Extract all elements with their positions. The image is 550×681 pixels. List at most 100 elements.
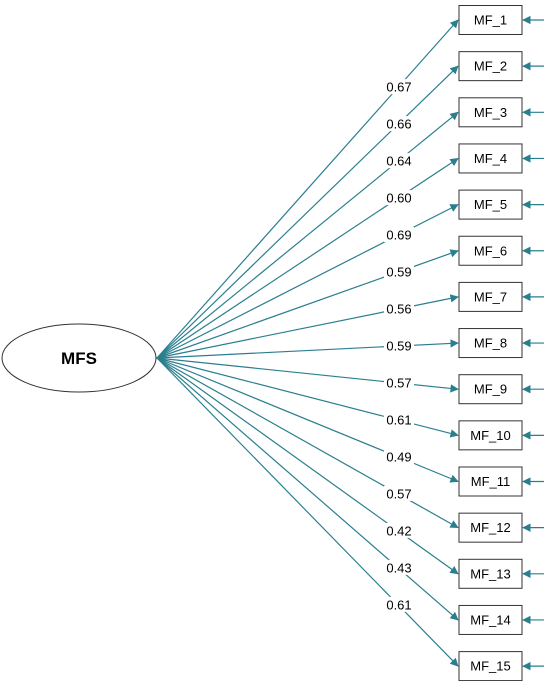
indicator-label-1: MF_1	[474, 13, 507, 28]
indicator-1: MF_1	[458, 5, 523, 35]
loading-label-group-11: 0.49	[384, 448, 414, 464]
indicator-label-8: MF_8	[474, 336, 507, 351]
indicator-label-6: MF_6	[474, 243, 507, 258]
loading-label-group-6: 0.59	[384, 264, 414, 280]
indicator-10: MF_10	[458, 420, 523, 451]
indicator-box-13	[458, 558, 523, 589]
loading-label-bg-2	[384, 116, 414, 132]
error-arrows	[522, 15, 544, 671]
loading-value-13: 0.42	[386, 523, 411, 538]
indicator-label-9: MF_9	[474, 382, 507, 397]
loading-label-bg-15	[384, 596, 414, 612]
loading-label-group-2: 0.66	[384, 116, 414, 132]
indicator-label-14: MF_14	[470, 612, 510, 627]
indicator-box-4	[458, 143, 523, 174]
loading-label-group-7: 0.56	[384, 301, 414, 317]
loading-label-bg-13	[384, 522, 414, 538]
loading-label-group-4: 0.60	[384, 190, 414, 206]
latent-node: MFS	[1, 323, 157, 393]
indicator-2: MF_2	[458, 51, 523, 82]
indicator-11: MF_11	[458, 466, 523, 497]
loading-path-13	[156, 357, 459, 575]
loading-path-2	[156, 65, 459, 359]
loading-value-15: 0.61	[386, 597, 411, 612]
indicator-5: MF_5	[458, 189, 523, 220]
loading-value-7: 0.56	[386, 302, 411, 317]
indicator-box-8	[458, 328, 523, 359]
loading-label-bg-7	[384, 301, 414, 317]
indicator-label-11: MF_11	[471, 474, 511, 489]
indicator-boxes: MF_1MF_2MF_3MF_4MF_5MF_6MF_7MF_8MF_9MF_1…	[458, 5, 523, 681]
indicator-box-2	[458, 51, 523, 82]
indicator-8: MF_8	[458, 328, 523, 359]
indicator-label-2: MF_2	[474, 59, 507, 74]
loading-path-1	[156, 19, 459, 359]
indicator-3: MF_3	[458, 97, 523, 128]
indicator-label-12: MF_12	[470, 520, 510, 535]
indicator-box-7	[458, 281, 523, 312]
loading-label-group-15: 0.61	[384, 596, 414, 612]
loading-label-group-12: 0.57	[384, 485, 414, 501]
indicator-15: MF_15	[458, 651, 523, 681]
loading-label-bg-8	[384, 338, 414, 354]
indicator-13: MF_13	[458, 558, 523, 589]
loading-value-1: 0.67	[386, 80, 411, 95]
loading-value-11: 0.49	[386, 449, 411, 464]
loading-value-5: 0.69	[386, 228, 411, 243]
loading-label-bg-5	[384, 227, 414, 243]
indicator-box-9	[458, 374, 523, 405]
indicator-box-5	[458, 189, 523, 220]
loading-value-6: 0.59	[386, 265, 411, 280]
loading-label-group-3: 0.64	[384, 153, 414, 169]
indicator-9: MF_9	[458, 374, 523, 405]
indicator-box-11	[458, 466, 523, 497]
indicator-label-10: MF_10	[470, 428, 510, 443]
indicator-7: MF_7	[458, 281, 523, 312]
loading-label-group-9: 0.57	[384, 375, 414, 391]
loading-value-12: 0.57	[386, 486, 411, 501]
indicator-12: MF_12	[458, 512, 523, 543]
loading-value-3: 0.64	[386, 154, 411, 169]
loading-value-14: 0.43	[386, 560, 411, 575]
loading-value-10: 0.61	[386, 412, 411, 427]
loading-label-group-13: 0.42	[384, 522, 414, 538]
loading-label-group-5: 0.69	[384, 227, 414, 243]
loading-label-group-10: 0.61	[384, 411, 414, 427]
indicator-box-12	[458, 512, 523, 543]
loading-label-bg-9	[384, 375, 414, 391]
indicator-label-3: MF_3	[474, 105, 507, 120]
loading-label-bg-14	[384, 559, 414, 575]
loading-value-8: 0.59	[386, 339, 411, 354]
loading-label-bg-1	[384, 79, 414, 95]
indicator-label-4: MF_4	[474, 151, 507, 166]
loading-label-bg-3	[384, 153, 414, 169]
indicator-label-13: MF_13	[470, 566, 510, 581]
indicator-4: MF_4	[458, 143, 523, 174]
loading-value-2: 0.66	[386, 117, 411, 132]
loading-path-15	[156, 357, 459, 667]
indicator-6: MF_6	[458, 235, 523, 266]
loading-label-bg-6	[384, 264, 414, 280]
indicator-box-3	[458, 97, 523, 128]
latent-ellipse	[1, 323, 157, 393]
loading-label-bg-12	[384, 485, 414, 501]
loading-value-4: 0.60	[386, 191, 411, 206]
indicator-label-15: MF_15	[470, 659, 510, 674]
loading-label-group-14: 0.43	[384, 559, 414, 575]
loading-label-bg-11	[384, 448, 414, 464]
indicator-box-6	[458, 235, 523, 266]
loading-label-group-8: 0.59	[384, 338, 414, 354]
indicator-box-14	[458, 604, 523, 635]
loading-value-9: 0.57	[386, 376, 411, 391]
indicator-label-5: MF_5	[474, 197, 507, 212]
loading-label-bg-10	[384, 411, 414, 427]
loading-path-14	[156, 357, 459, 621]
indicator-14: MF_14	[458, 604, 523, 635]
indicator-box-10	[458, 420, 523, 451]
latent-label: MFS	[61, 349, 97, 368]
indicator-box-1	[458, 5, 523, 35]
loading-label-group-1: 0.67	[384, 79, 414, 95]
loading-label-bg-4	[384, 190, 414, 206]
loading-labels: 0.67 0.66 0.64 0.60 0.69 0.59 0.56 0.59 0.57 0.61…	[384, 79, 414, 612]
